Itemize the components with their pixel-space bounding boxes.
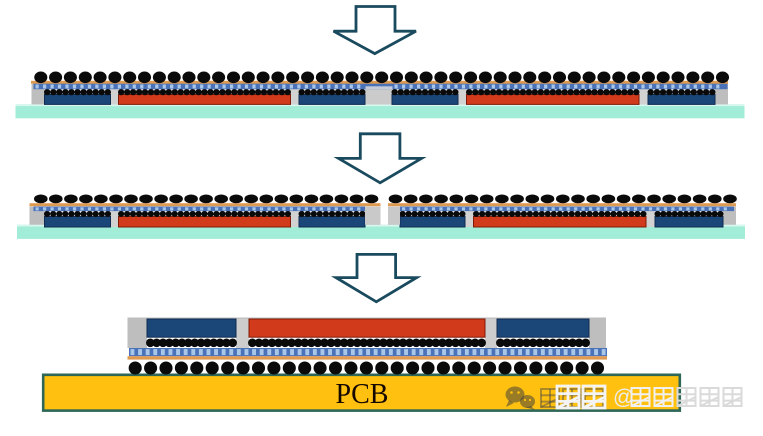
svg-text:PCB: PCB (336, 379, 389, 410)
svg-text:@: @ (613, 386, 634, 409)
